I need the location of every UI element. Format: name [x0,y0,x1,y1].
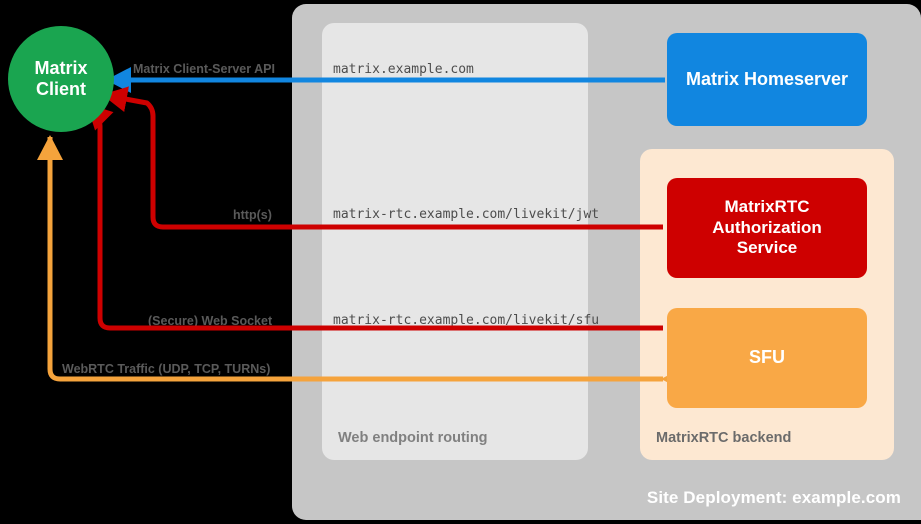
web-endpoint-routing-panel: Web endpoint routing [322,23,588,460]
sfu-node: SFU [667,308,867,408]
matrix-client-node: Matrix Client [8,26,114,132]
matrix-client-label-line2: Client [35,79,86,99]
web-endpoint-routing-label: Web endpoint routing [338,430,488,446]
endpoint-url-matrix: matrix.example.com [333,62,474,77]
connector-label-websocket: (Secure) Web Socket [148,314,273,328]
matrix-homeserver-node: Matrix Homeserver [667,33,867,126]
matrixrtc-backend-label: MatrixRTC backend [656,430,792,446]
auth-service-label-line1: MatrixRTC [724,197,810,217]
sfu-label: SFU [749,347,785,368]
connector-label-client-server-api: Matrix Client-Server API [133,62,275,76]
auth-service-label-line3: Service [736,238,798,258]
connector-label-https: http(s) [233,208,272,222]
connector-label-webrtc: WebRTC Traffic (UDP, TCP, TURNs) [62,362,271,376]
matrix-homeserver-label: Matrix Homeserver [685,68,849,89]
site-deployment-label: Site Deployment: example.com [646,488,901,507]
auth-service-label-line2: Authorization [712,217,822,237]
matrixrtc-authorization-service-node: MatrixRTC Authorization Service [667,178,867,278]
endpoint-url-sfu: matrix-rtc.example.com/livekit/sfu [333,313,600,328]
endpoint-url-jwt: matrix-rtc.example.com/livekit/jwt [333,207,600,222]
matrix-client-label-line1: Matrix [34,57,88,78]
